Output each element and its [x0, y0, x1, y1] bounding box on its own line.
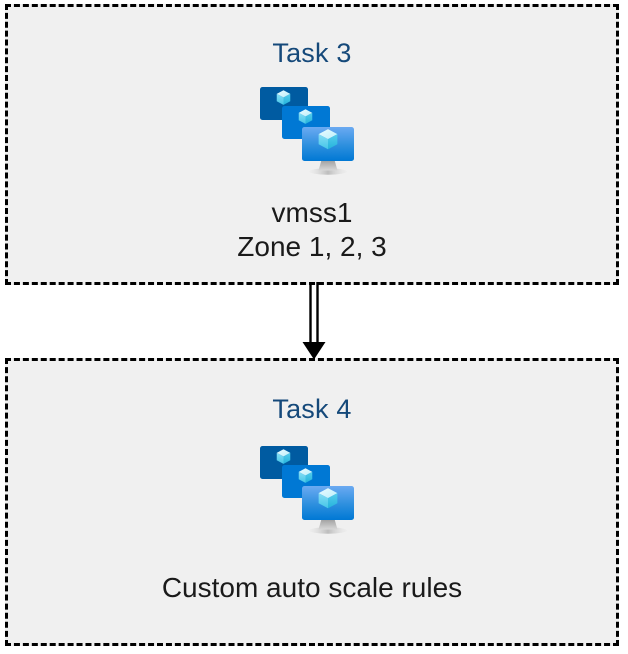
task-3-caption: vmss1 Zone 1, 2, 3	[237, 197, 387, 262]
task-4-title: Task 4	[272, 394, 352, 424]
double-line-down-arrow	[296, 282, 332, 360]
azure-vm-scale-set-icon	[258, 82, 366, 182]
task-box-task-3[interactable]: Task 3	[5, 4, 619, 285]
azure-vm-scale-set-icon	[258, 441, 366, 541]
task-box-task-4[interactable]: Task 4	[5, 358, 619, 646]
task-4-caption: Custom auto scale rules	[161, 572, 463, 603]
task-3-title: Task 3	[272, 38, 352, 68]
